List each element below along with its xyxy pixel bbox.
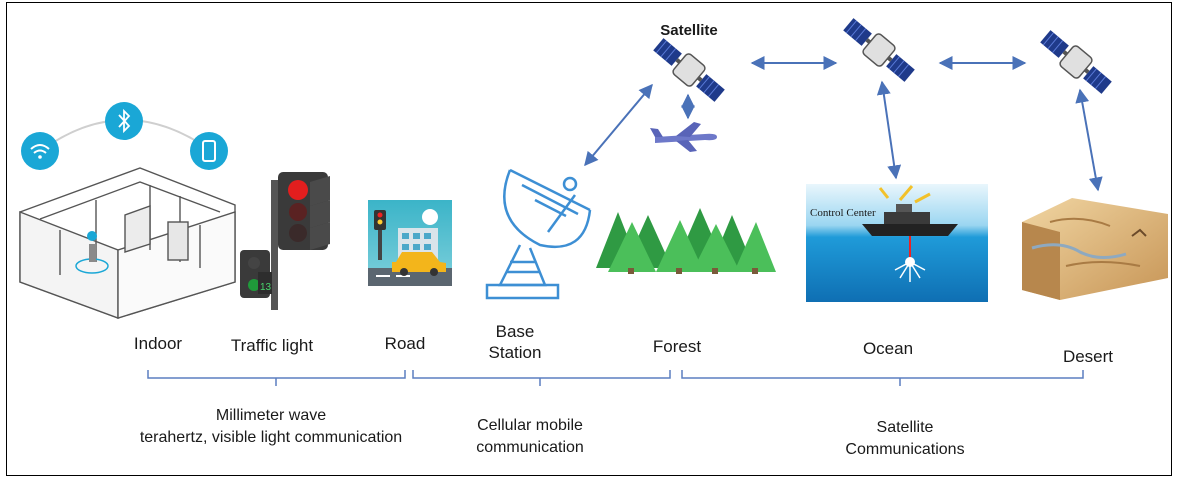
ocean-label: Ocean	[862, 339, 914, 358]
desert-label: Desert	[1062, 347, 1114, 366]
airplane-icon	[650, 122, 717, 152]
satellite-icon	[1040, 30, 1112, 94]
category-cellular: Cellular mobile communication	[450, 415, 610, 459]
category-mmwave-line2: terahertz, visible light communication	[139, 429, 403, 446]
traffic-light-illustration: 13	[240, 172, 330, 310]
wifi-icon	[21, 132, 59, 170]
road-illustration	[368, 200, 452, 286]
indoor-label: Indoor	[133, 334, 183, 353]
category-cellular-line2: communication	[476, 439, 584, 456]
arrow-base-satellite	[584, 83, 653, 167]
indoor-icons	[21, 102, 228, 170]
bracket-cellular	[412, 370, 671, 386]
base-station-label-line1: Base	[495, 322, 535, 341]
arrow-satellite-ocean	[876, 80, 902, 180]
ocean-illustration: Control Center	[806, 184, 988, 302]
satellite-icon	[843, 18, 915, 82]
desert-illustration	[1022, 198, 1168, 300]
base-station-label-line2: Station	[488, 343, 542, 362]
svg-text:13: 13	[260, 282, 272, 293]
satellite-dish-icon	[485, 168, 592, 300]
forest-label: Forest	[652, 337, 702, 356]
control-center-label: Control Center	[810, 207, 876, 219]
category-satellite-line2: Communications	[845, 441, 965, 458]
traffic-light-label: Traffic light	[230, 336, 314, 355]
category-cellular-line1: Cellular mobile	[477, 417, 583, 434]
satellite-icon	[653, 38, 725, 102]
forest-illustration	[596, 208, 776, 274]
bluetooth-icon	[105, 102, 143, 140]
indoor-house-illustration	[19, 167, 236, 320]
bracket-satellite	[681, 370, 1084, 386]
satellite-label: Satellite	[660, 22, 718, 39]
link-arrows	[584, 56, 1103, 192]
category-mmwave: Millimeter wave terahertz, visible light…	[106, 405, 436, 449]
category-brackets	[147, 370, 1084, 386]
category-mmwave-line1: Millimeter wave	[215, 407, 327, 424]
base-station-label: Base Station	[470, 321, 560, 363]
category-satellite: Satellite Communications	[820, 417, 990, 461]
arrow-satellite-desert	[1075, 88, 1103, 192]
category-satellite-line1: Satellite	[876, 419, 934, 436]
phone-icon	[190, 132, 228, 170]
bracket-mmwave	[147, 370, 406, 386]
road-label: Road	[384, 334, 426, 353]
